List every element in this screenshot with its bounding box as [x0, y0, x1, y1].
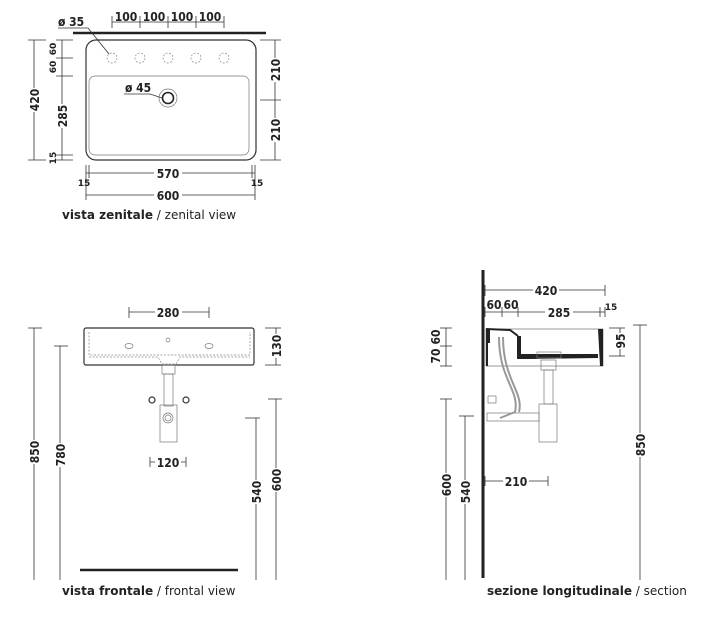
caption-frontal: vista frontale / frontal view [62, 584, 236, 598]
frontal-view: 280 130 120 850 780 540 600 vista fronta… [28, 305, 284, 598]
bottle-trap [159, 364, 178, 443]
dim-v-70: 70 [429, 348, 443, 363]
dim-rim-left: 15 [78, 179, 91, 189]
dim-rim-right: 15 [251, 179, 264, 189]
drain-outer [158, 88, 178, 108]
valve-icon [182, 396, 190, 404]
dim-half-depth-2: 210 [269, 119, 283, 142]
dim-height: 130 [270, 335, 284, 358]
zenital-view: 100 100 100 100 ø 35 ø 45 420 285 60 60 … [28, 10, 283, 222]
dim-hole-span: 280 [157, 306, 180, 320]
dim-basin-depth: 285 [56, 105, 70, 128]
dim-half-depth-1: 210 [269, 59, 283, 82]
valve-icon [487, 395, 497, 404]
tap-holes [106, 52, 230, 64]
dim-hole-height: 780 [54, 444, 68, 467]
drain-diameter: ø 45 [125, 81, 151, 95]
caption-section: sezione longitudinale / section [487, 584, 687, 598]
dim-drain-height: 600 [440, 474, 454, 497]
dim-basin-height: 95 [614, 333, 628, 348]
dim-top-height: 850 [28, 441, 42, 464]
section-view: 420 60 60 285 15 60 70 95 850 600 540 21… [429, 270, 687, 598]
caption-zenital: vista zenitale / zenital view [62, 208, 236, 222]
dim-valve-height: 540 [459, 481, 473, 504]
supply-hose [498, 336, 517, 419]
dim-drain-height: 600 [270, 469, 284, 492]
dim-hole-spacing: 100 [199, 10, 222, 24]
dim-rim-bottom: 15 [49, 152, 59, 165]
basin-bowl [88, 75, 250, 156]
dim-offset-1: 60 [486, 298, 501, 312]
dim-offset-2: 60 [503, 298, 518, 312]
dim-depth: 420 [535, 284, 558, 298]
dim-inner-width: 570 [157, 167, 180, 181]
dim-hole-spacing: 100 [143, 10, 166, 24]
dim-offset-1: 60 [49, 43, 59, 56]
dim-hole-spacing: 100 [115, 10, 138, 24]
dim-top-height: 850 [634, 434, 648, 457]
drain-icon [161, 91, 175, 105]
dim-trap-spacing: 120 [157, 456, 180, 470]
dim-offset-2: 60 [49, 61, 59, 74]
bottle-trap [486, 359, 558, 443]
basin-section [485, 328, 604, 367]
dim-valve-height: 540 [250, 481, 264, 504]
dim-v-60: 60 [429, 329, 443, 344]
dim-hole-spacing: 100 [171, 10, 194, 24]
tap-hole-diameter: ø 35 [58, 15, 84, 29]
valve-icon [148, 396, 156, 404]
basin-front [83, 327, 255, 366]
dim-depth-total: 420 [28, 89, 42, 112]
dim-drain-offset: 210 [505, 475, 528, 489]
dim-total-width: 600 [157, 189, 180, 203]
basin-outline [85, 39, 257, 161]
dim-rim: 15 [605, 303, 618, 313]
dim-basin: 285 [548, 306, 571, 320]
